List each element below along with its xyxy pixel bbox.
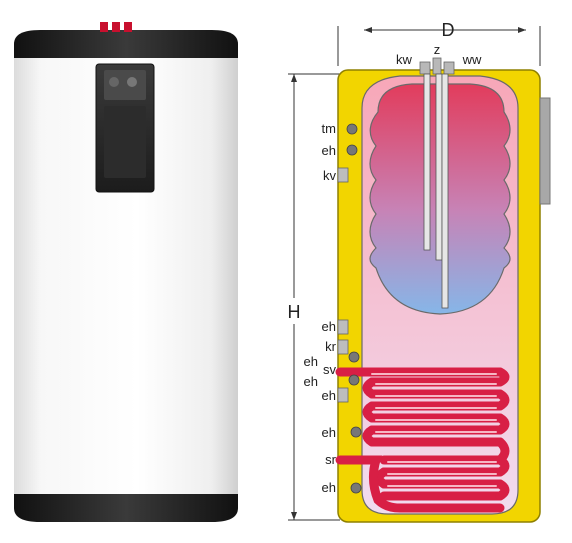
cylinder-body (14, 42, 238, 512)
label-sr: sr (325, 452, 337, 467)
port-eh (337, 387, 349, 403)
thermometer-dial-icon (109, 77, 119, 87)
control-knob-icon (127, 77, 137, 87)
label-eh: eh (322, 425, 336, 440)
sensor-port-tm (346, 123, 358, 135)
heat-exchanger-coil (335, 367, 510, 513)
label-sv: sv (323, 362, 337, 377)
label-ww: ww (462, 52, 482, 67)
sensor-port-eh (346, 144, 358, 156)
cold-water-connection (419, 61, 431, 75)
top-red-connector (100, 22, 108, 32)
label-kr: kr (325, 339, 337, 354)
control-panel-cover (104, 106, 146, 178)
label-kv: kv (323, 168, 337, 183)
label-kw: kw (396, 52, 413, 67)
width-arrow-left (364, 27, 372, 33)
width-arrow-right (518, 27, 526, 33)
label-eh: eh (322, 143, 336, 158)
cylinder-bottom-cap (14, 494, 238, 522)
water-heater-photo (14, 22, 238, 522)
cross-section-diagram: D H (282, 20, 551, 523)
label-eh: eh (304, 374, 318, 389)
height-arrow-bottom (291, 512, 297, 520)
port-kv (337, 167, 349, 183)
label-eh: eh (322, 319, 336, 334)
hot-water-connection (443, 61, 455, 75)
top-red-connector (112, 22, 120, 32)
side-flange (539, 97, 551, 205)
top-red-connector (124, 22, 132, 32)
sensor-port-eh (348, 351, 360, 363)
label-tm: tm (322, 121, 336, 136)
cylinder-top-cap (14, 30, 238, 58)
sensor-port-eh (350, 426, 362, 438)
height-arrow-top (291, 74, 297, 82)
label-z: z (434, 42, 441, 57)
label-eh: eh (304, 354, 318, 369)
sensor-port-eh (348, 374, 360, 386)
port-eh (337, 319, 349, 335)
dip-tube (423, 73, 431, 251)
label-eh: eh (322, 480, 336, 495)
port-kr (337, 339, 349, 355)
sensor-port-eh (350, 482, 362, 494)
circulation-connection (432, 57, 442, 75)
hot-water-pipe (441, 73, 449, 309)
dimension-d-label: D (442, 20, 455, 40)
dimension-h-label: H (288, 302, 301, 322)
label-eh: eh (322, 388, 336, 403)
anode-rod (435, 73, 443, 261)
